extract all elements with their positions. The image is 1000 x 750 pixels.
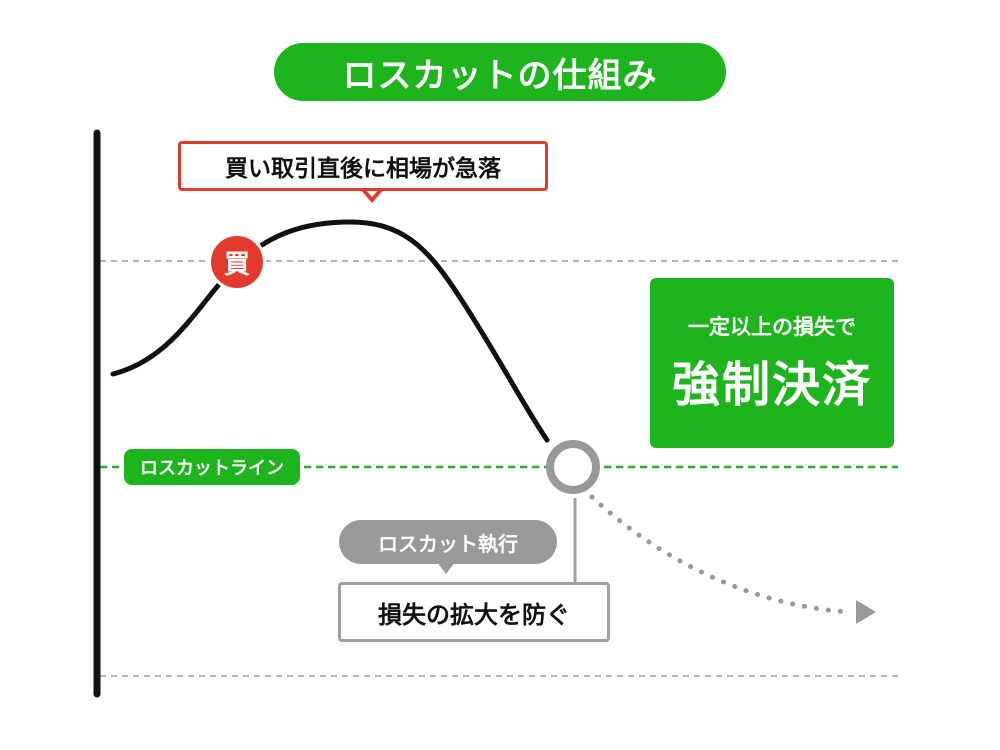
projected-curve [589, 494, 851, 615]
execute-pill-tail [437, 562, 455, 574]
losscut-point-icon [546, 440, 600, 494]
buy-badge: 買 [208, 233, 266, 291]
prevent-loss-box: 損失の拡大を防ぐ [338, 582, 610, 642]
losscut-execute-pill: ロスカット執行 [339, 520, 557, 564]
price-curve [110, 219, 550, 443]
forced-settlement-heading: 強制決済 [671, 357, 872, 413]
losscut-line-label: ロスカットライン [124, 449, 300, 485]
forced-settlement-box: 一定以上の損失で 強制決済 [650, 278, 894, 448]
callout-crash: 買い取引直後に相場が急落 [178, 141, 548, 191]
forced-settlement-caption: 一定以上の損失で [688, 315, 856, 339]
title-pill: ロスカットの仕組み [274, 43, 726, 101]
arrow-head-icon [856, 600, 876, 624]
